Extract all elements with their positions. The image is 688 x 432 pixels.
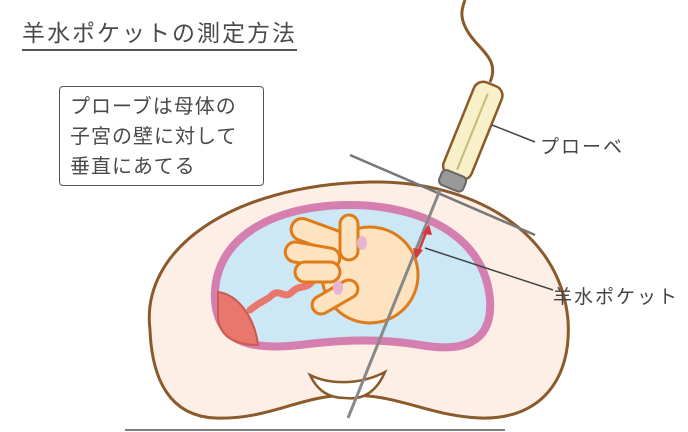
- bladder: [307, 369, 388, 400]
- probe-cable: [460, 0, 495, 83]
- instruction-line: プローブは母体の: [70, 94, 237, 118]
- fetus: [283, 213, 420, 325]
- pocket-arrow: [413, 224, 432, 259]
- probe: [438, 80, 504, 193]
- probe-leader-line: [491, 124, 536, 143]
- pocket-leader-line: [424, 247, 554, 291]
- instruction-line: 垂直にあてる: [70, 154, 196, 178]
- page-title: 羊水ポケットの測定方法: [22, 14, 297, 51]
- amniotic-pocket-label: 羊水ポケット: [553, 286, 680, 308]
- instruction-line: 子宮の壁に対して: [70, 124, 238, 148]
- ultrasound-beam-line: [346, 189, 442, 419]
- placenta: [217, 290, 260, 347]
- probe-label: プローベ: [540, 136, 625, 158]
- instruction-box: プローブは母体の 子宮の壁に対して 垂直にあてる: [59, 86, 264, 186]
- tangent-line: [349, 153, 536, 237]
